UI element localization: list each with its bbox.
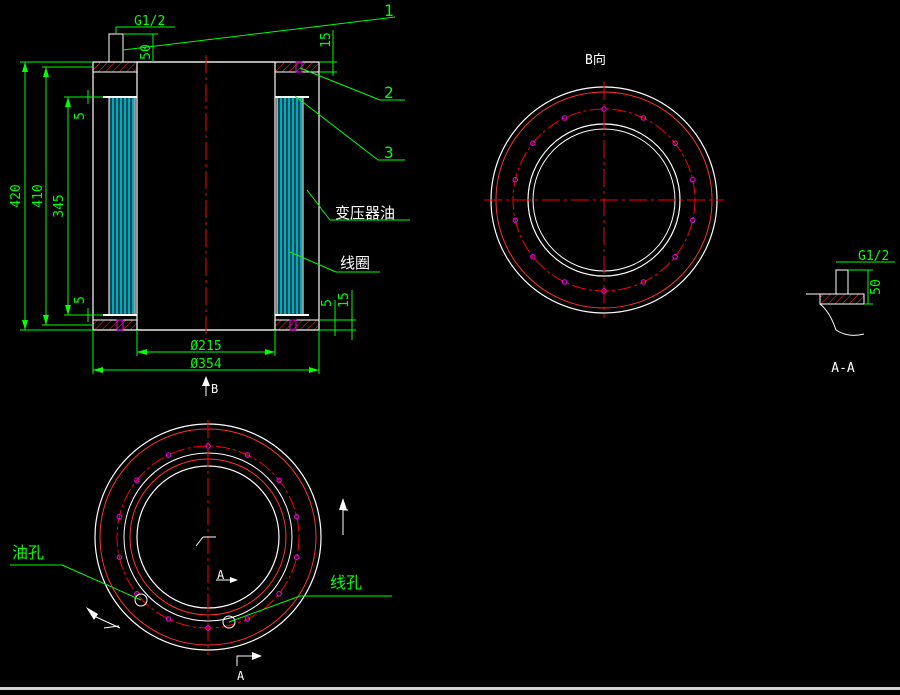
b-view-bolt-holes [512, 106, 696, 294]
top-bolt [295, 61, 303, 73]
section-a-bottom: A [237, 669, 245, 683]
callout-3: 3 [384, 143, 394, 162]
bolt-hole [512, 177, 518, 183]
thread-label: G1/2 [134, 14, 165, 29]
bottom-left-flange [92, 319, 138, 331]
bolt-hole [640, 115, 647, 121]
wire-hole-label: 线孔 [330, 573, 362, 592]
bolt-hole [116, 554, 122, 560]
bolt-hole [561, 279, 568, 285]
callout-1: 1 [384, 1, 394, 20]
bolt-hole [294, 554, 300, 560]
part-labels: 变压器油 线圈 [335, 204, 395, 272]
oil-label: 变压器油 [335, 204, 395, 222]
front-dim-text: 420 410 345 5 5 50 15 5 15 Ø215 Ø354 G1/… [9, 14, 352, 372]
bolt-hole [134, 477, 140, 483]
bottom-right-flange [274, 319, 320, 331]
bolt-hole [672, 140, 678, 146]
dim-5-top: 5 [73, 112, 88, 120]
dim-dia-215: Ø215 [190, 339, 221, 354]
bottom-right-bolt [289, 319, 297, 331]
top-left-flange [92, 61, 138, 73]
wire-hole [222, 615, 236, 629]
aa-dim-50: 50 [869, 279, 884, 295]
bolt-hole [530, 254, 536, 260]
bottom-left-bolt [116, 319, 124, 331]
plan-bolt-holes [116, 443, 300, 631]
aa-title: A-A [831, 361, 855, 376]
oil-hole-label: 油孔 [12, 543, 44, 562]
bolt-hole [530, 140, 536, 146]
dim-345: 345 [52, 194, 67, 217]
b-view-title: B向 [585, 52, 606, 68]
view-b-arrow: B [202, 376, 218, 396]
bolt-hole [294, 514, 300, 520]
inlet-pipe [108, 33, 124, 63]
plan-view: A A 油孔 线孔 [10, 420, 392, 683]
dim-dia-354: Ø354 [190, 357, 221, 372]
bolt-hole [561, 115, 568, 121]
bolt-hole [640, 279, 647, 285]
bolt-hole [601, 288, 607, 294]
callout-2: 2 [384, 83, 394, 102]
bolt-hole [601, 106, 607, 112]
dim-50: 50 [139, 44, 154, 60]
bolt-hole [690, 177, 696, 183]
coil-label: 线圈 [340, 254, 370, 272]
dim-5-bottom: 5 [73, 296, 88, 304]
bolt-hole [205, 625, 211, 631]
right-coil [276, 96, 304, 316]
left-coil [108, 96, 136, 316]
bolt-hole [244, 616, 251, 622]
aa-detail: G1/2 50 A-A [806, 249, 895, 376]
dim-5-br: 5 [320, 299, 335, 307]
front-dim-ticks [22, 62, 319, 373]
bolt-hole [512, 217, 518, 223]
oil-hole [134, 593, 148, 607]
callout-text: 1 2 3 [384, 1, 394, 162]
section-a-top: A [217, 568, 225, 582]
top-right-flange [274, 61, 320, 73]
bolt-hole [276, 591, 282, 597]
bolt-hole [672, 254, 678, 260]
bolt-hole [116, 514, 122, 520]
status-strip [0, 687, 900, 690]
dim-15-br: 15 [337, 292, 352, 308]
front-dimensions [20, 16, 410, 374]
bolt-hole [276, 477, 282, 483]
bolt-hole [690, 217, 696, 223]
bolt-hole [244, 452, 251, 458]
bolt-hole [165, 452, 172, 458]
dim-410: 410 [31, 184, 46, 207]
dim-15-top: 15 [319, 32, 334, 48]
b-view: B向 [484, 52, 724, 318]
view-b-letter: B [211, 382, 218, 396]
bolt-hole [205, 443, 211, 449]
front-section-view [92, 33, 320, 340]
aa-thread: G1/2 [858, 249, 889, 264]
dim-420: 420 [9, 184, 24, 207]
bolt-hole [165, 616, 172, 622]
